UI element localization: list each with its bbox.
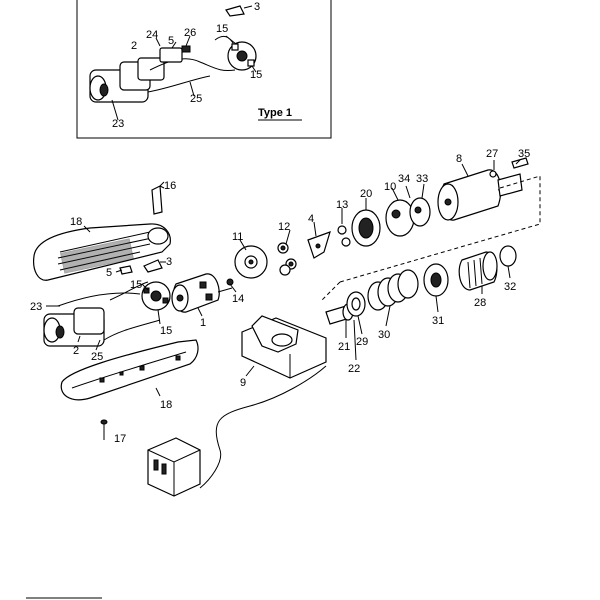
part-11-plate — [234, 245, 268, 279]
callout-34: 34 — [398, 173, 410, 185]
inset-wire — [149, 58, 236, 71]
part-8-gear-housing — [437, 169, 523, 221]
part-17-screw — [100, 419, 108, 440]
callout-10: 10 — [384, 181, 396, 193]
callout-4: 4 — [308, 213, 314, 225]
wire — [109, 281, 149, 301]
part-30-springs — [367, 269, 419, 311]
callout-14: 14 — [232, 293, 244, 305]
part-1-motor — [171, 273, 233, 313]
part-31-clutch — [423, 263, 449, 297]
charger-plug — [147, 437, 201, 497]
part-13-washers — [337, 225, 351, 247]
callout-29: 29 — [356, 336, 368, 348]
inset-title: Type 1 — [258, 107, 292, 119]
callout-12: 12 — [278, 221, 290, 233]
part-14-washer — [226, 278, 234, 286]
part-28-collar — [458, 251, 498, 291]
part-18-bottom-housing — [60, 339, 199, 401]
callout-18-top: 18 — [70, 216, 82, 228]
inset-switch-contact — [181, 45, 191, 53]
callout-3-inset: 3 — [254, 1, 260, 13]
callout-18-bottom: 18 — [160, 399, 172, 411]
part-20-ring-gear — [351, 209, 381, 247]
part-18-top-housing — [33, 223, 171, 281]
part-2-battery-pack — [43, 307, 105, 347]
wire — [57, 292, 141, 307]
callout-8: 8 — [456, 153, 462, 165]
inset-switch — [159, 47, 183, 63]
inset-wire — [147, 75, 211, 93]
callout-9: 9 — [240, 377, 246, 389]
inset-clip — [225, 5, 245, 17]
callout-15-inset-a: 15 — [216, 23, 228, 35]
callout-31: 31 — [432, 315, 444, 327]
part-5-screw — [119, 265, 133, 275]
callout-16: 16 — [164, 180, 176, 192]
part-16-screw — [151, 181, 165, 215]
callout-27: 27 — [486, 148, 498, 160]
assembly-outline — [321, 281, 341, 301]
callout-23: 23 — [30, 301, 42, 313]
callout-25-inset: 25 — [190, 93, 202, 105]
part-4-bracket — [307, 231, 331, 259]
assembly-outline — [339, 175, 541, 283]
callout-5: 5 — [106, 267, 112, 279]
callout-3: 3 — [166, 256, 172, 268]
callout-28: 28 — [474, 297, 486, 309]
callout-2: 2 — [73, 345, 79, 357]
inset-type-1: Type 1 3 2 24 5 26 15 15 25 23 — [76, 0, 332, 139]
callout-11: 11 — [232, 231, 243, 243]
callout-15-inset-b: 15 — [250, 69, 262, 81]
callouts: 16 18 5 3 15 23 15 1 14 11 2 25 18 17 9 … — [30, 148, 530, 445]
callout-13: 13 — [336, 199, 348, 211]
inset-frame — [76, 0, 332, 139]
callout-23-inset: 23 — [112, 118, 124, 130]
part-32-ring — [499, 245, 517, 267]
part-35-pin — [511, 157, 529, 169]
callout-5-inset: 5 — [168, 35, 174, 47]
charger-cord — [199, 365, 327, 489]
callout-21: 21 — [338, 341, 350, 353]
inset-brush-holder — [227, 41, 257, 71]
callout-15-b: 15 — [160, 325, 172, 337]
callout-22: 22 — [348, 363, 360, 375]
wire — [103, 319, 161, 341]
part-9-charger-stand — [241, 315, 327, 379]
callout-1: 1 — [200, 317, 206, 329]
part-29-washer — [346, 291, 366, 317]
callout-30: 30 — [378, 329, 390, 341]
callout-35: 35 — [518, 148, 530, 160]
part-27-clip — [489, 170, 497, 178]
part-15-brush-holder — [141, 281, 171, 311]
leader-lines — [46, 159, 521, 397]
callout-26-inset: 26 — [184, 27, 196, 39]
callout-2-inset: 2 — [131, 40, 137, 52]
part-3-clip — [143, 259, 163, 273]
callout-17: 17 — [114, 433, 126, 445]
callout-33: 33 — [416, 173, 428, 185]
inset-battery-pack — [89, 57, 165, 103]
part-21-22-shaft — [325, 303, 354, 325]
callout-32: 32 — [504, 281, 516, 293]
part-10-34-33-planet-gears — [385, 197, 431, 237]
callout-20: 20 — [360, 188, 372, 200]
callout-15-a: 15 — [130, 279, 142, 291]
callout-25: 25 — [91, 351, 103, 363]
callout-24-inset: 24 — [146, 29, 158, 41]
part-12-nuts — [277, 242, 297, 276]
